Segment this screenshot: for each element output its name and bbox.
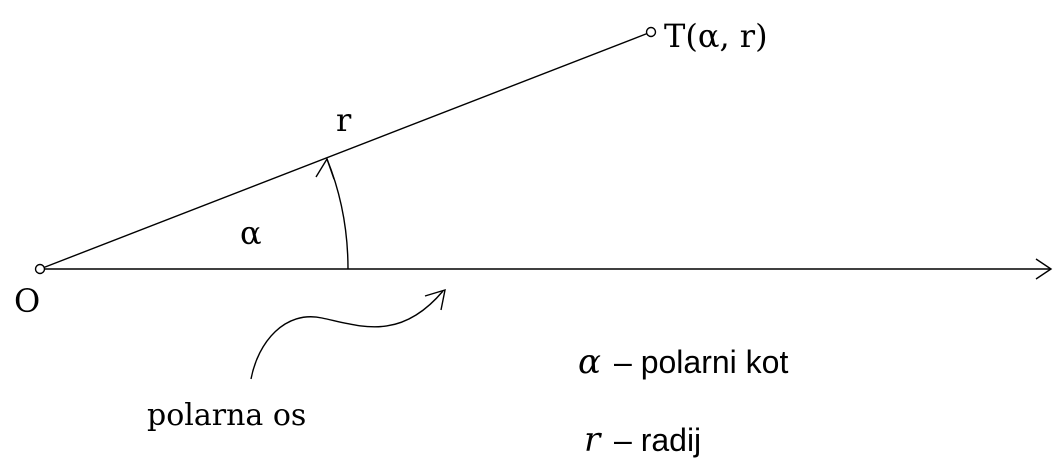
point-t [645,26,657,38]
origin-point [34,263,46,275]
axis-pointer-arrowhead [424,288,446,311]
radius-ray [39,31,652,270]
axis-pointer-curve [250,290,444,380]
legend-radius-text: – radij [614,422,701,458]
legend-angle-symbol: α [578,342,601,382]
angle-arc-arrowhead [315,157,335,180]
legend: α – polarni kot r – radij [578,342,788,460]
polar-axis-label: polarna os [147,398,306,433]
legend-radius-symbol: r [584,420,602,460]
point-t-label: T(α, r) [664,17,768,55]
polar-axis-arrowhead [1035,258,1053,280]
angle-label: α [240,214,262,252]
radius-label: r [336,101,352,139]
origin-label: O [14,282,40,320]
angle-arc [326,158,349,270]
legend-angle-text: – polarni kot [614,344,788,380]
